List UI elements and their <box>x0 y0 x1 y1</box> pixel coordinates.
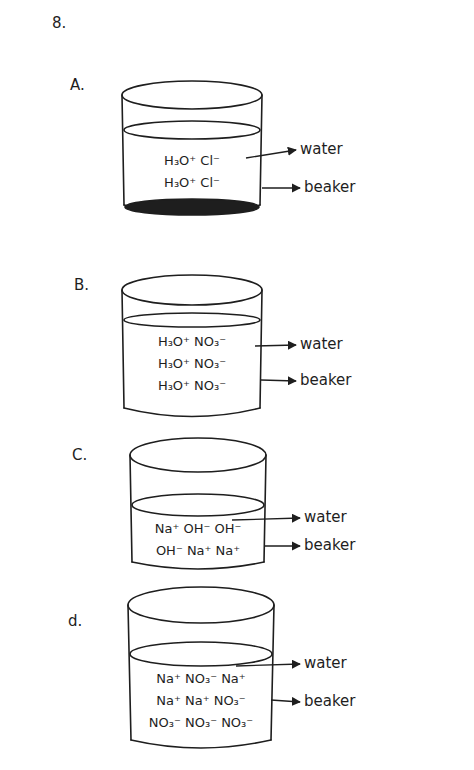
item-label: B. <box>74 276 89 294</box>
beaker-contents: Na⁺ OH⁻ OH⁻OH⁻ Na⁺ Na⁺ <box>136 518 260 562</box>
ion-text: Na⁺ OH⁻ OH⁻ <box>136 518 260 540</box>
item-label: d. <box>68 612 82 630</box>
callout-label: water <box>300 335 343 353</box>
callout-label: beaker <box>304 178 356 196</box>
item-label: A. <box>70 76 85 94</box>
beaker-contents: H₃O⁺ NO₃⁻H₃O⁺ NO₃⁻H₃O⁺ NO₃⁻ <box>130 331 254 397</box>
callout-label: beaker <box>304 692 356 710</box>
item-label: C. <box>72 446 87 464</box>
ion-text: NO₃⁻ NO₃⁻ NO₃⁻ <box>134 712 268 734</box>
ion-text: H₃O⁺ NO₃⁻ <box>130 375 254 397</box>
ion-text: OH⁻ Na⁺ Na⁺ <box>136 540 260 562</box>
beaker-contents: Na⁺ NO₃⁻ Na⁺Na⁺ Na⁺ NO₃⁻NO₃⁻ NO₃⁻ NO₃⁻ <box>134 668 268 734</box>
callout-label: water <box>304 508 347 526</box>
beaker-contents: H₃O⁺ Cl⁻H₃O⁺ Cl⁻ <box>132 150 252 194</box>
ion-text: H₃O⁺ Cl⁻ <box>132 172 252 194</box>
callout-label: water <box>304 654 347 672</box>
ion-text: H₃O⁺ NO₃⁻ <box>130 353 254 375</box>
callout-label: beaker <box>304 536 356 554</box>
callout-label: water <box>300 140 343 158</box>
callout-label: beaker <box>300 371 352 389</box>
ion-text: H₃O⁺ Cl⁻ <box>132 150 252 172</box>
ion-text: Na⁺ Na⁺ NO₃⁻ <box>134 690 268 712</box>
item-label: 8. <box>52 14 66 32</box>
ion-text: H₃O⁺ NO₃⁻ <box>130 331 254 353</box>
ion-text: Na⁺ NO₃⁻ Na⁺ <box>134 668 268 690</box>
